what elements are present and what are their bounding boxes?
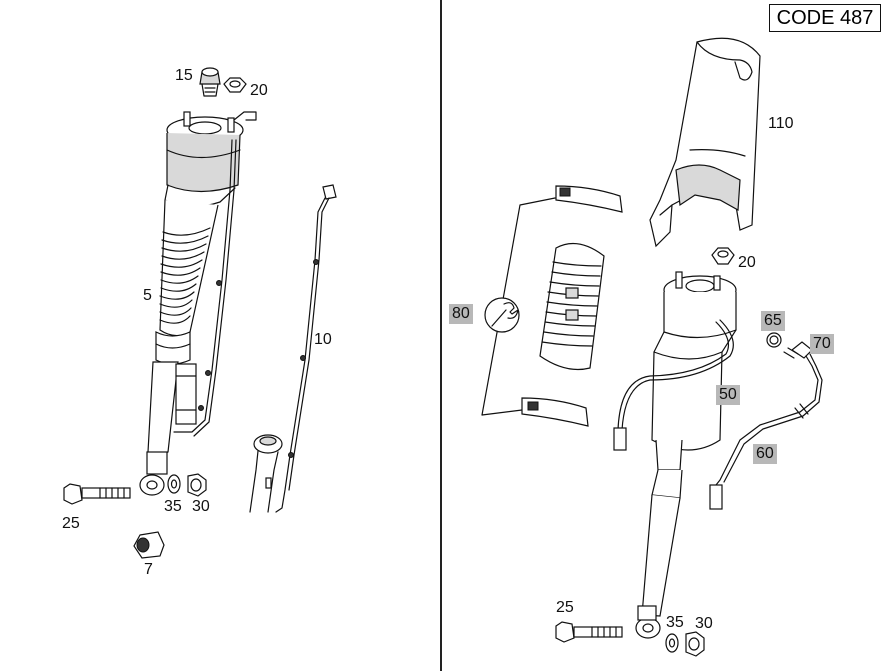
callout-60: 60 — [753, 444, 777, 464]
callout-30-right: 30 — [695, 615, 713, 632]
callout-20-right: 20 — [738, 254, 756, 271]
callout-10: 10 — [314, 331, 332, 348]
callout-30-left: 30 — [192, 498, 210, 515]
valve-part-15 — [199, 67, 221, 97]
code-label: CODE 487 — [769, 4, 881, 32]
callout-5: 5 — [143, 287, 152, 304]
callout-50: 50 — [716, 385, 740, 405]
nut-part-30-left — [187, 473, 207, 497]
nut-part-20-right — [711, 247, 735, 265]
panel-divider — [440, 0, 442, 671]
washer-part-35-right — [665, 633, 679, 653]
bolt-part-25-left — [63, 483, 131, 505]
callout-7: 7 — [144, 561, 153, 578]
callout-20-left: 20 — [250, 82, 268, 99]
callout-35-right: 35 — [666, 614, 684, 631]
seal-ring-part-65 — [766, 332, 782, 348]
nut-part-30-right — [685, 631, 705, 657]
callout-35-left: 35 — [164, 498, 182, 515]
callout-80: 80 — [449, 304, 473, 324]
bushing-part-7 — [133, 531, 165, 559]
kit-bracket-part-80 — [481, 185, 623, 427]
callout-70: 70 — [810, 334, 834, 354]
air-strut-part-5 — [139, 111, 257, 496]
cover-part-110 — [649, 37, 761, 248]
callout-65: 65 — [761, 311, 785, 331]
callout-110: 110 — [768, 115, 794, 132]
washer-part-35-left — [167, 474, 181, 494]
bolt-part-25-right — [555, 621, 623, 643]
air-line-part-60-70 — [709, 341, 823, 510]
nut-part-20-left — [223, 77, 247, 93]
callout-25-left: 25 — [62, 515, 80, 532]
sensor-cable-part-10 — [249, 184, 337, 513]
callout-25-right: 25 — [556, 599, 574, 616]
air-strut-part-50 — [613, 271, 737, 639]
callout-15: 15 — [175, 67, 193, 84]
wrench-icon — [484, 297, 520, 333]
